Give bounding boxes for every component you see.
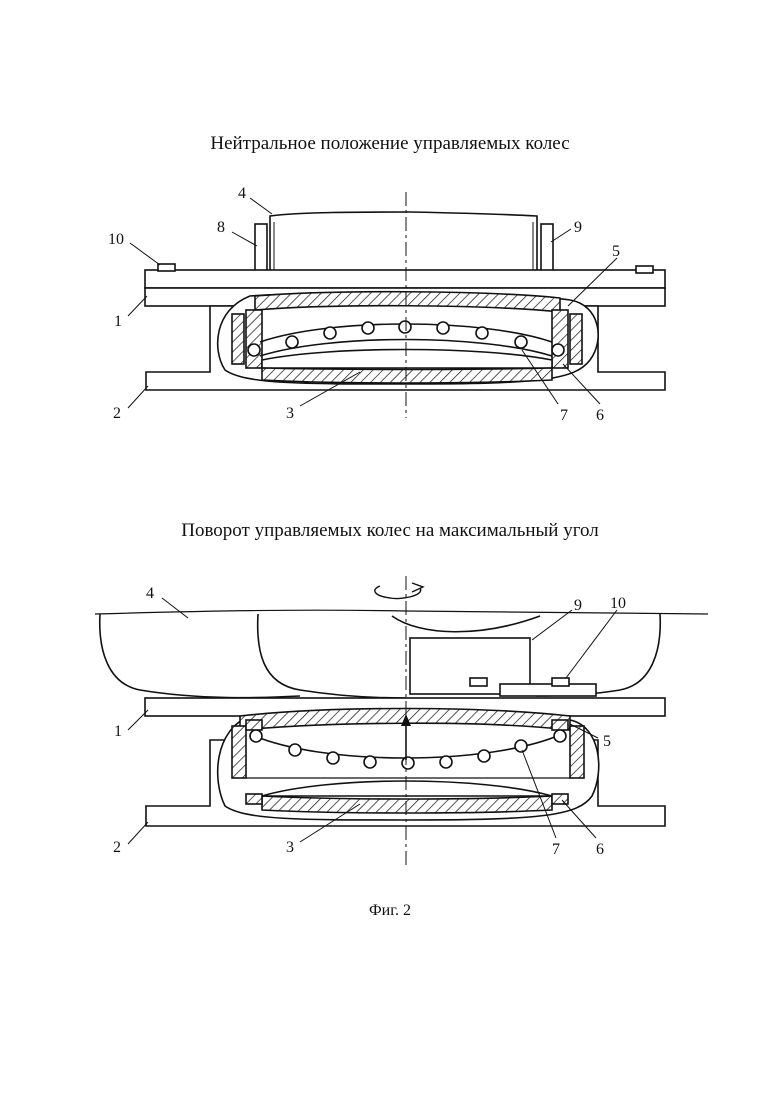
part-10-bolt-b <box>552 678 569 686</box>
label-10-bottom: 10 <box>610 595 626 612</box>
part-4-wheel-center <box>258 614 406 698</box>
part-6-insert-right <box>552 794 568 804</box>
label-2-top: 2 <box>113 405 121 422</box>
label-7-top: 7 <box>560 407 568 424</box>
figure-max-turn <box>95 576 708 868</box>
part-5-corner-left <box>246 720 262 730</box>
label-3-bottom: 3 <box>286 839 294 856</box>
label-2-bottom: 2 <box>113 839 121 856</box>
label-7-bottom: 7 <box>552 841 560 858</box>
lower-hatched-plate <box>262 368 552 383</box>
part-5-corner-right <box>552 720 568 730</box>
label-1-bottom: 1 <box>114 723 122 740</box>
part-4-rim-arc <box>392 616 540 632</box>
part-10-bolt-right <box>636 266 653 273</box>
label-1-top: 1 <box>114 313 122 330</box>
mount-plate <box>500 684 596 696</box>
label-3-top: 3 <box>286 405 294 422</box>
part-5-side-block-left <box>232 726 246 778</box>
label-4-top: 4 <box>238 185 246 202</box>
part-5-side-block-right <box>570 726 584 778</box>
part-6-insert-left <box>246 794 262 804</box>
label-8-top: 8 <box>217 219 225 236</box>
part-10-bolt-left <box>158 264 175 271</box>
label-5-bottom: 5 <box>603 733 611 750</box>
part-5-side-block-left <box>246 310 262 368</box>
part-6-insert-left <box>232 314 244 364</box>
figure-neutral <box>128 192 665 418</box>
part-5-side-block-right <box>552 310 568 368</box>
label-9-top: 9 <box>574 219 582 236</box>
label-9-bottom: 9 <box>574 597 582 614</box>
label-5-top: 5 <box>612 243 620 260</box>
label-6-top: 6 <box>596 407 604 424</box>
part-6-insert-right <box>570 314 582 364</box>
label-4-bottom: 4 <box>146 585 154 602</box>
label-10-top: 10 <box>108 231 124 248</box>
part-1-plate <box>145 270 665 288</box>
label-6-bottom: 6 <box>596 841 604 858</box>
part-10-bolt-a <box>470 678 487 686</box>
lower-hatched-plate <box>262 796 552 813</box>
rotation-arrow-icon <box>375 586 421 599</box>
